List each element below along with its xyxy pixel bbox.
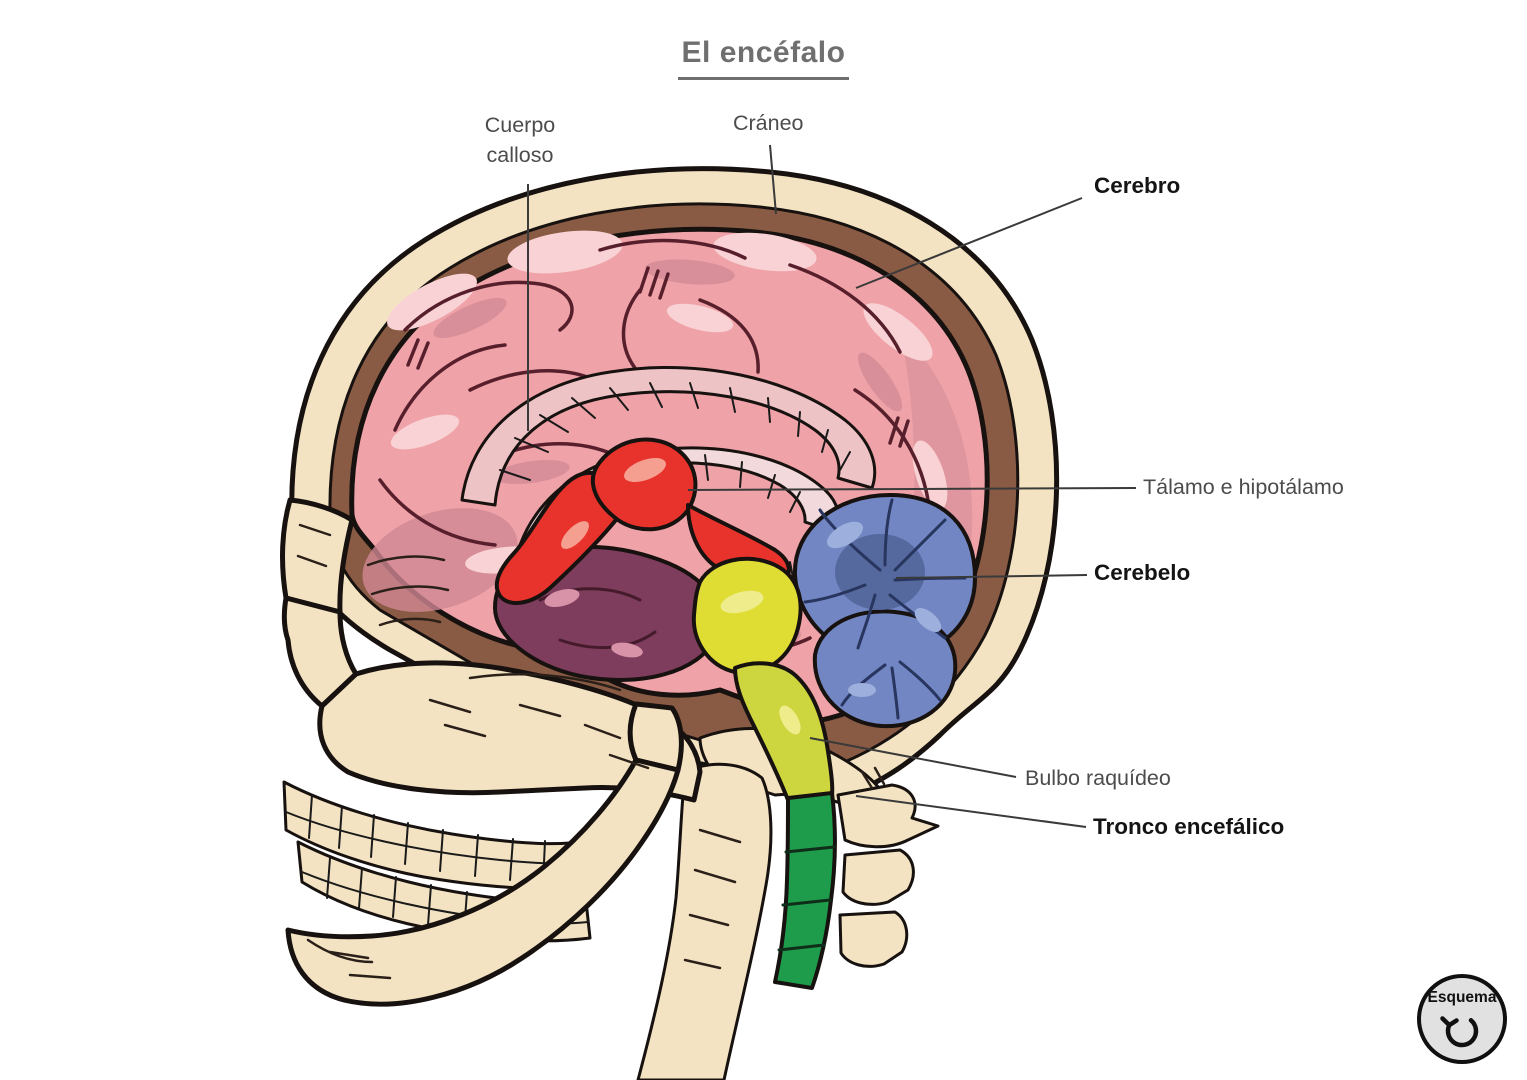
spinal-cord — [773, 791, 837, 990]
corpus-callosum-hatching — [499, 382, 851, 481]
label-bulbo-raquideo: Bulbo raquídeo — [1025, 766, 1171, 790]
neck-vertebra-column — [636, 762, 773, 1080]
label-talamo-hipotalamo: Tálamo e hipotálamo — [1143, 475, 1344, 499]
bone-sketch-lines — [296, 523, 886, 980]
label-cerebelo: Cerebelo — [1094, 560, 1191, 585]
cerebellum — [792, 493, 977, 729]
rotate-ccw-icon — [1440, 1016, 1479, 1048]
talamo-line — [687, 487, 1137, 491]
temporal-detail — [538, 587, 657, 658]
mandible — [285, 701, 684, 1007]
craneo-line — [769, 144, 777, 215]
label-cerebro: Cerebro — [1094, 173, 1181, 198]
leader-lines — [527, 144, 1137, 828]
corpus-callosum — [460, 366, 877, 507]
facial-bones — [280, 497, 703, 803]
page-title: El encéfalo — [0, 36, 1527, 80]
medulla — [733, 661, 835, 802]
cerebro-line — [855, 197, 1083, 289]
bulbo-line — [809, 737, 1017, 778]
tronco-line — [855, 795, 1087, 828]
cerebrum-highlights — [387, 230, 948, 574]
label-cuerpo-calloso: Cuerpo calloso — [484, 113, 556, 167]
esquema-button[interactable]: Esquema — [1417, 974, 1507, 1064]
label-craneo: Cráneo — [733, 111, 804, 135]
thalamus — [494, 437, 791, 605]
cerebelo-line — [895, 574, 1088, 579]
esquema-label: Esquema — [1427, 989, 1497, 1006]
vertebrae — [836, 783, 940, 968]
label-tronco-encefalico: Tronco encefálico — [1093, 814, 1285, 839]
pons — [691, 556, 803, 676]
